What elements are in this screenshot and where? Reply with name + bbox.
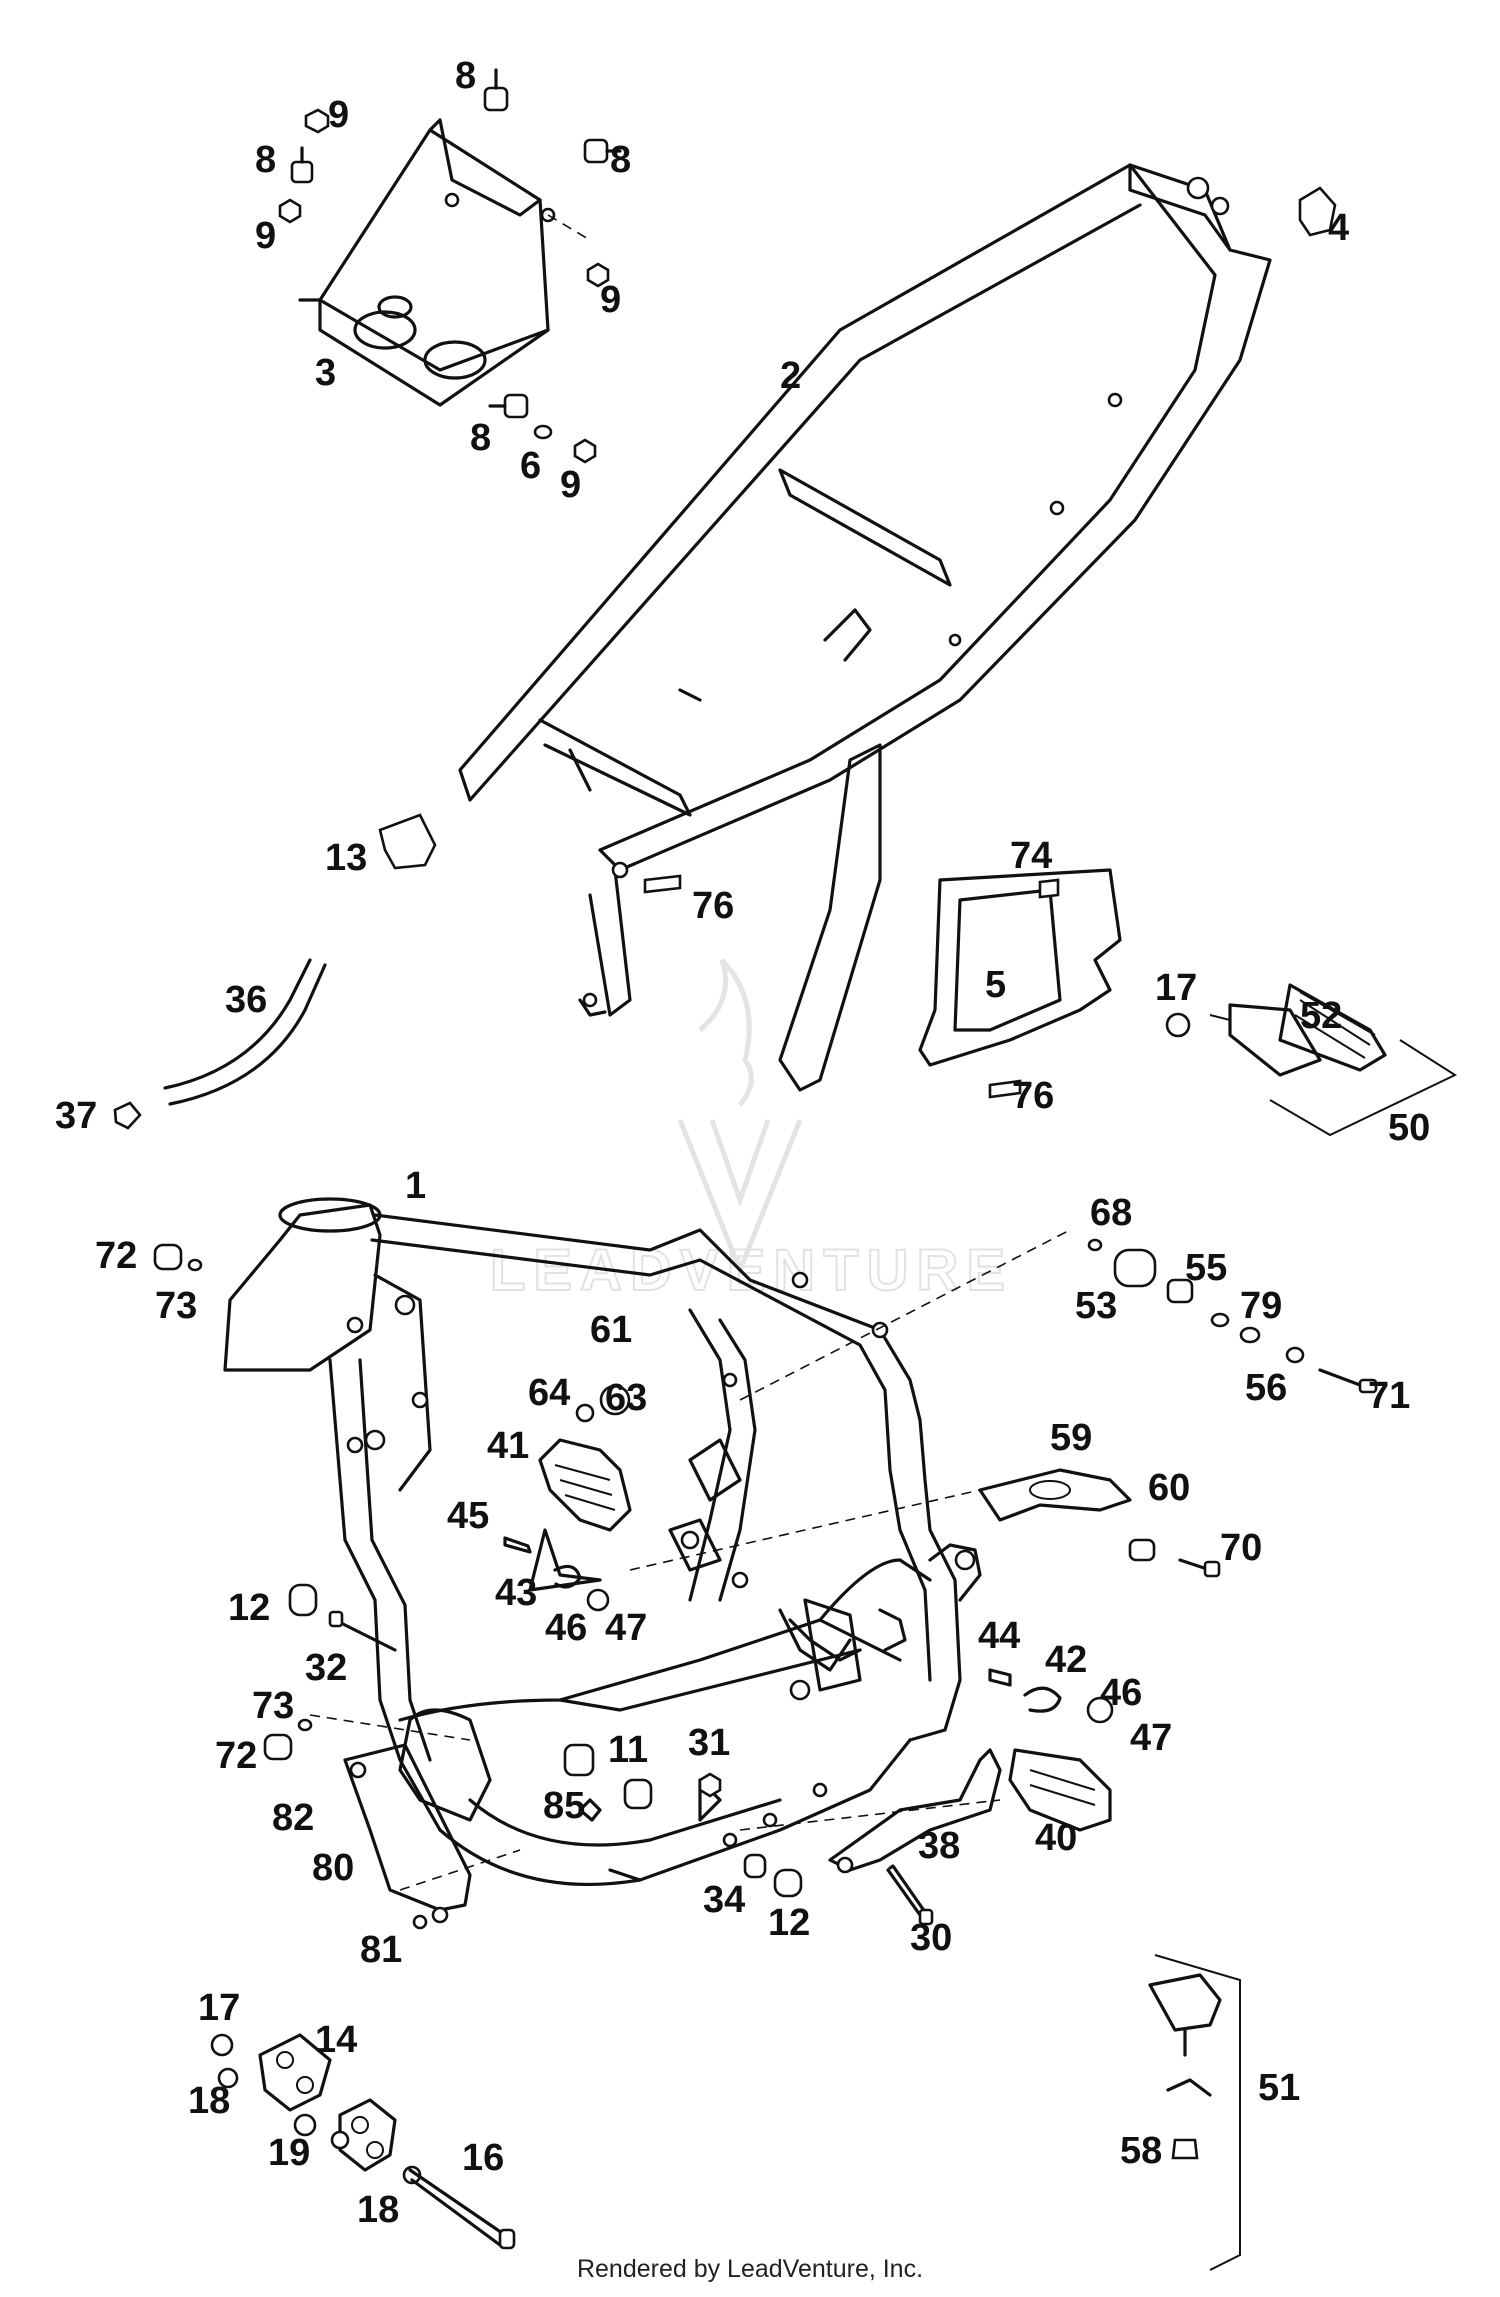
part-seat-box	[298, 118, 556, 407]
callout-43: 43	[495, 1572, 537, 1614]
callout-9: 9	[255, 215, 276, 257]
callout-47: 47	[605, 1607, 647, 1649]
callout-14: 14	[315, 2019, 357, 2061]
callout-17: 17	[198, 1987, 240, 2029]
callout-3: 3	[315, 352, 336, 394]
callout-38: 38	[918, 1825, 960, 1867]
callout-64: 64	[528, 1372, 570, 1414]
callout-18: 18	[188, 2080, 230, 2122]
callout-58: 58	[1120, 2130, 1162, 2172]
callout-82: 82	[272, 1797, 314, 1839]
part-side-stand-bracket	[210, 2033, 516, 2250]
part-chain-guide	[978, 1468, 1221, 1578]
part-stand-pad	[1148, 1954, 1241, 2271]
callout-50: 50	[1388, 1107, 1430, 1149]
callout-73: 73	[252, 1685, 294, 1727]
callout-34: 34	[703, 1879, 745, 1921]
part-main-frame	[223, 1197, 982, 1886]
callout-44: 44	[978, 1615, 1020, 1657]
callout-31: 31	[688, 1722, 730, 1764]
callout-19: 19	[268, 2132, 310, 2174]
callout-4: 4	[1328, 207, 1349, 249]
callout-5: 5	[985, 964, 1006, 1006]
reference-lines	[309, 1229, 1071, 1891]
callout-41: 41	[487, 1425, 529, 1467]
callout-45: 45	[447, 1495, 489, 1537]
part-hose	[113, 958, 327, 1130]
callout-46: 46	[545, 1607, 587, 1649]
callout-40: 40	[1035, 1817, 1077, 1859]
footer-credit: Rendered by LeadVenture, Inc.	[576, 2255, 924, 2283]
callout-52: 52	[1300, 995, 1342, 1037]
callout-76: 76	[692, 885, 734, 927]
callout-32: 32	[305, 1647, 347, 1689]
callout-51: 51	[1258, 2067, 1300, 2109]
callout-37: 37	[55, 1095, 97, 1137]
hardware-rear-mount	[1087, 1238, 1378, 1394]
part-rider-footpeg-right	[828, 1668, 1114, 1874]
callout-13: 13	[325, 837, 367, 879]
callout-60: 60	[1148, 1467, 1190, 1509]
callout-36: 36	[225, 979, 267, 1021]
callout-labels: 8 9 8 8 9 9 3 2 4 8 6 9 13 76 74 5 17 52…	[55, 55, 1430, 2231]
callout-16: 16	[462, 2137, 504, 2179]
callout-30: 30	[910, 1917, 952, 1959]
callout-79: 79	[1240, 1285, 1282, 1327]
callout-81: 81	[360, 1929, 402, 1971]
callout-8: 8	[470, 417, 491, 459]
callout-85: 85	[543, 1785, 585, 1827]
callout-61: 61	[590, 1309, 632, 1351]
part-passenger-footpeg	[1165, 983, 1458, 1137]
callout-17: 17	[1155, 967, 1197, 1009]
callout-42: 42	[1045, 1639, 1087, 1681]
callout-47: 47	[1130, 1717, 1172, 1759]
callout-11: 11	[608, 1729, 648, 1771]
callout-9: 9	[600, 279, 621, 321]
callout-71: 71	[1368, 1375, 1410, 1417]
callout-46: 46	[1100, 1672, 1142, 1714]
callout-9: 9	[328, 94, 349, 136]
part-rider-footpeg-left	[503, 1384, 632, 1612]
callout-74: 74	[1010, 835, 1052, 877]
part-subframe	[458, 163, 1272, 1092]
hardware-seat-mounts	[278, 68, 622, 464]
callout-1: 1	[405, 1165, 426, 1207]
callout-80: 80	[312, 1847, 354, 1889]
callout-2: 2	[780, 355, 801, 397]
callout-9: 9	[560, 464, 581, 506]
callout-12: 12	[768, 1902, 810, 1944]
callout-72: 72	[215, 1735, 257, 1777]
callout-12: 12	[228, 1587, 270, 1629]
callout-56: 56	[1245, 1367, 1287, 1409]
hardware-misc	[153, 1243, 934, 1930]
callout-53: 53	[1075, 1285, 1117, 1327]
callout-8: 8	[455, 55, 476, 97]
callout-73: 73	[155, 1285, 197, 1327]
callout-8: 8	[610, 139, 631, 181]
part-plate	[643, 868, 1122, 1099]
callout-68: 68	[1090, 1192, 1132, 1234]
callout-76: 76	[1012, 1075, 1054, 1117]
callout-59: 59	[1050, 1417, 1092, 1459]
callout-18: 18	[357, 2189, 399, 2231]
watermark-logo: LEADVENTURE	[489, 958, 1013, 1304]
callout-72: 72	[95, 1235, 137, 1277]
callout-63: 63	[605, 1377, 647, 1419]
callout-55: 55	[1185, 1247, 1227, 1289]
callout-70: 70	[1220, 1527, 1262, 1569]
watermark-text: LEADVENTURE	[490, 1238, 1013, 1303]
part-rubber-bumpers	[378, 186, 1337, 870]
callout-8: 8	[255, 139, 276, 181]
callout-6: 6	[520, 445, 541, 487]
